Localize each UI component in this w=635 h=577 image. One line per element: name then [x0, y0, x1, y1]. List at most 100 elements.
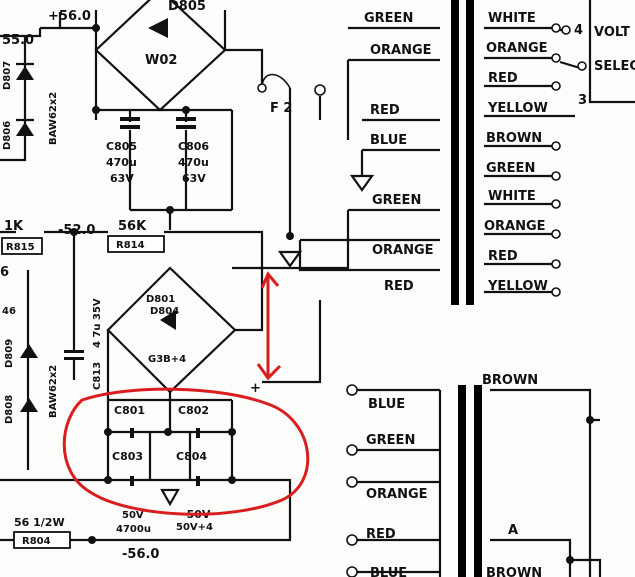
wire-bottom — [0, 478, 292, 542]
cap-c806-plate-b — [176, 125, 196, 129]
lower-right-wire-1: BROWN — [482, 373, 538, 388]
terminal-upper-9 — [551, 259, 561, 269]
diode-d808-symbol — [20, 398, 38, 412]
wire-transformer-lower-left — [356, 388, 442, 577]
terminal-upper-2 — [551, 53, 561, 63]
annotation-arrow — [256, 271, 282, 381]
cap-c806-plate-a — [176, 117, 196, 121]
terminal-lower-2 — [346, 444, 358, 456]
resistor-r815-label: R815 — [6, 242, 35, 253]
junction-lower-b — [164, 428, 172, 436]
bridge-lower-ref1: D801 — [146, 294, 175, 305]
cap-c813-plate-a — [64, 350, 84, 353]
wire-transformer-lower-right — [490, 388, 602, 577]
wire-bridge-lower — [106, 268, 264, 430]
upper-left-wire-7: RED — [384, 279, 414, 294]
diode-d809-symbol — [20, 344, 38, 358]
cap-c805-plate-a — [120, 117, 140, 121]
upper-left-wire-3: RED — [370, 103, 400, 118]
diode-d807-label: D807 — [2, 61, 13, 90]
cap-c803-plate — [130, 476, 134, 486]
upper-left-wire-5: GREEN — [372, 193, 421, 208]
annotation-highlight-circle — [62, 387, 310, 516]
cap-c804-plate — [196, 476, 200, 486]
upper-left-wire-6: ORANGE — [372, 243, 434, 258]
switch-pin: 4 — [574, 23, 583, 38]
terminal-upper-10 — [551, 287, 561, 297]
upper-right-wire-1: WHITE — [488, 11, 536, 26]
cap-c805-value: 470u — [106, 156, 137, 169]
diode-d809-label: D809 — [4, 339, 15, 368]
terminal-upper-8 — [551, 229, 561, 239]
junction-bottom — [88, 536, 96, 544]
resistor-r804 — [13, 531, 71, 549]
cap-c813-value: 4 7u 35V — [92, 298, 103, 348]
wire-transformer-upper-left — [298, 26, 440, 272]
cap-c804-label: C804 — [176, 450, 207, 463]
junction-lower-c — [228, 428, 236, 436]
cap-c806-value: 470u — [178, 156, 209, 169]
wire-bridge-upper-right — [223, 10, 264, 88]
upper-left-wire-4: BLUE — [370, 133, 407, 148]
resistor-r815 — [1, 237, 43, 255]
junction-cap-upper-b — [182, 106, 190, 114]
terminal-upper-1 — [551, 23, 561, 33]
switch-label1: VOLT — [594, 25, 630, 40]
fuse-label: F 2 — [270, 101, 292, 116]
terminal-upper-3 — [551, 81, 561, 91]
upper-right-wire-9: RED — [488, 249, 518, 264]
ground-symbol — [160, 488, 180, 507]
cap-lower-volt-b: 50V+4 — [176, 522, 213, 533]
upper-left-wire-1: GREEN — [364, 11, 413, 26]
cap-lower-volt-a: 50V — [122, 510, 144, 521]
lower-left-wire-3: ORANGE — [366, 487, 428, 502]
diode-d808-part: BAW62x2 — [48, 365, 59, 418]
ground-upper-b — [277, 250, 303, 268]
junction-cap-upper-a — [92, 106, 100, 114]
resistor-r815-value: 1K — [4, 219, 24, 234]
bridge-lower-ref2: D804 — [150, 306, 179, 317]
diode-d806-label: D806 — [2, 121, 13, 150]
plus-marker: + — [250, 381, 261, 396]
terminal-lower-1 — [346, 384, 358, 396]
switch-terminal-b — [577, 61, 587, 71]
diode-d806-part: BAW62x2 — [48, 92, 59, 145]
resistor-r814-value: 56K — [118, 219, 147, 234]
cap-c805-plate-b — [120, 125, 140, 129]
resistor-r804-label: R804 — [22, 536, 51, 547]
switch-terminal-a — [561, 25, 571, 35]
terminal-lower-3 — [346, 476, 358, 488]
resistor-r814-label: R814 — [116, 240, 145, 251]
cap-c806-volt: 63V — [182, 172, 206, 185]
bridge-lower-diode — [160, 310, 176, 330]
lower-left-wire-2: GREEN — [366, 433, 415, 448]
junction-lower-a — [104, 428, 112, 436]
terminal-lower-5 — [346, 566, 358, 577]
cap-lower-value-a: 4700u — [116, 524, 151, 535]
junction-upper-ground — [286, 232, 294, 240]
resistor-r804-value: 56 1/2W — [14, 516, 65, 529]
cap-c805-volt: 63V — [110, 172, 134, 185]
cap-c803-label: C803 — [112, 450, 143, 463]
resistor-left-cut2: 46 — [2, 306, 16, 317]
cap-c802-label: C802 — [178, 404, 209, 417]
cap-c813-plate-b — [64, 357, 84, 360]
fuse-f2-terminal-a — [257, 83, 267, 93]
upper-right-wire-4: YELLOW — [487, 101, 548, 116]
voltage-bottom: -56.0 — [122, 547, 159, 562]
terminal-upper-6 — [551, 171, 561, 181]
cap-c801-plate — [130, 428, 134, 438]
junction-top — [92, 24, 100, 32]
voltage-top: +56.0 — [48, 9, 91, 24]
voltage-left-top: 55.0 — [2, 33, 34, 48]
lower-left-wire-5: BLUE — [370, 566, 407, 577]
upper-right-wire-3: RED — [488, 71, 518, 86]
cap-c801-label: C801 — [114, 404, 145, 417]
resistor-left-cut: 6 — [0, 265, 9, 280]
junction-lower-right-b — [566, 556, 574, 564]
wire-volt-selector — [559, 0, 635, 104]
wire-interconnect — [232, 210, 350, 384]
bridge-lower-label: G3B+4 — [148, 354, 186, 365]
lower-right-wire-2: A — [508, 523, 518, 538]
